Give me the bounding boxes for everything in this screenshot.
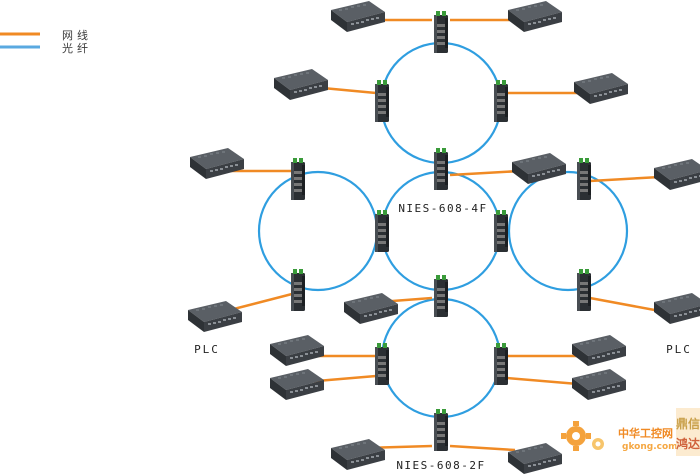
watermark-site-name: 中华工控网	[618, 426, 673, 440]
switch-top-left	[375, 80, 389, 122]
model-label-2f: NIES-608-2F	[396, 459, 485, 472]
watermark-logo-text-2: 鸿达	[676, 436, 700, 451]
plc-bottom-left	[331, 439, 385, 470]
plcs	[188, 1, 700, 474]
switch-bottom-left	[375, 343, 389, 385]
watermark: 中华工控网 gkong.com 鼎信 鸿达	[561, 408, 700, 456]
plc-top-left	[331, 1, 385, 32]
watermark-logo-box	[676, 408, 700, 456]
plc-low-left-2	[270, 369, 324, 400]
switch-center-top	[434, 148, 448, 190]
gear-icon-small	[592, 438, 604, 450]
switches	[291, 11, 591, 451]
fiber-rings	[257, 41, 629, 419]
ring-top	[379, 41, 503, 165]
switch-left-bottom	[291, 269, 305, 311]
plc-upper-right	[574, 73, 628, 104]
plc-mid-center	[512, 153, 566, 184]
model-label-4f: NIES-608-4F	[398, 202, 487, 215]
switch-bottom	[434, 409, 448, 451]
plc-mid-left	[190, 148, 244, 179]
switch-top-right	[494, 80, 508, 122]
plc-right-bottom	[654, 293, 700, 324]
switch-top	[434, 11, 448, 53]
switch-right-bottom	[577, 269, 591, 311]
watermark-site-url: gkong.com	[622, 442, 678, 452]
ring-left	[257, 170, 379, 292]
plc-label-left: PLC	[194, 343, 220, 356]
plc-bottom-right	[508, 443, 562, 474]
plc-label-right: PLC	[666, 343, 692, 356]
watermark-logo-text-1: 鼎信	[676, 416, 700, 431]
switch-right-top	[577, 158, 591, 200]
plc-center-bottom	[344, 293, 398, 324]
plc-top-right	[508, 1, 562, 32]
plc-mid-right	[654, 159, 700, 190]
ring-right	[507, 170, 629, 292]
gear-icon	[561, 421, 591, 451]
plc-low-left-1	[270, 335, 324, 366]
plc-low-right-2	[572, 369, 626, 400]
switch-center-right	[494, 210, 508, 252]
legend-ethernet-label: 网线	[62, 29, 92, 42]
plc-left-bottom	[188, 301, 242, 332]
legend-fiber-label: 光纤	[62, 42, 92, 55]
switch-center-bottom	[434, 275, 448, 317]
plc-low-right-1	[572, 335, 626, 366]
plc-upper-left	[274, 69, 328, 100]
switch-center-left	[375, 210, 389, 252]
switch-bottom-right	[494, 343, 508, 385]
switch-left-top	[291, 158, 305, 200]
